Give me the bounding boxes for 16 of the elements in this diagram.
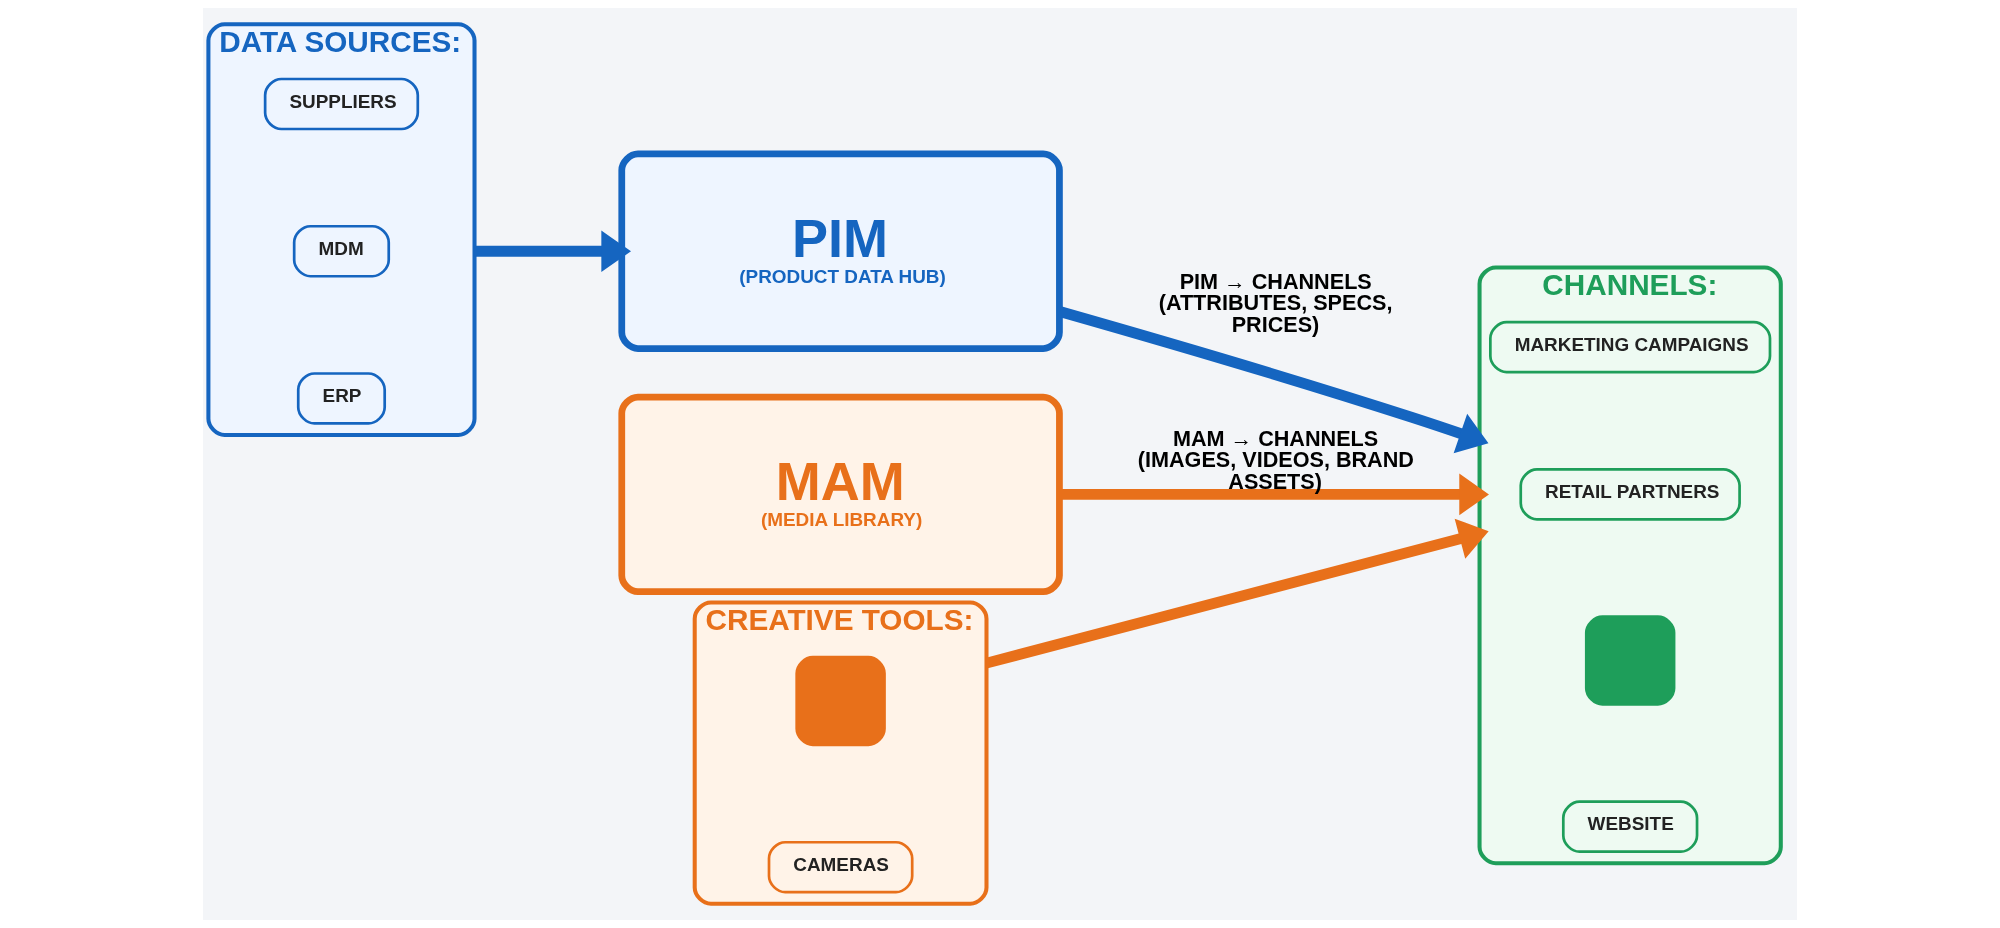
arrow [985, 518, 1489, 669]
node-box: PIM (PRODUCT DATA HUB) [618, 150, 1063, 352]
node-box: WEBSITE [1561, 800, 1699, 854]
node-box [1584, 615, 1676, 706]
node-box: ERP [296, 372, 387, 425]
node-box [795, 655, 886, 747]
node-box: MDM [292, 224, 391, 278]
arrow [474, 230, 632, 272]
edge-label: MAM → CHANNELS (IMAGES, VIDEOS, BRAND ASSETS) [1137, 425, 1414, 494]
node-box: RETAIL PARTNERS [1519, 468, 1741, 521]
node-box: SUPPLIERS [263, 77, 420, 131]
node-box: MARKETING CAMPAIGNS [1489, 320, 1772, 374]
node-box: MAM (MEDIA LIBRARY) [618, 393, 1063, 596]
node-box: CAMERAS [767, 840, 914, 894]
arrow [1059, 473, 1489, 516]
edge-label: PIM → CHANNELS (ATTRIBUTES, SPECS, PRICES) [1158, 268, 1393, 338]
